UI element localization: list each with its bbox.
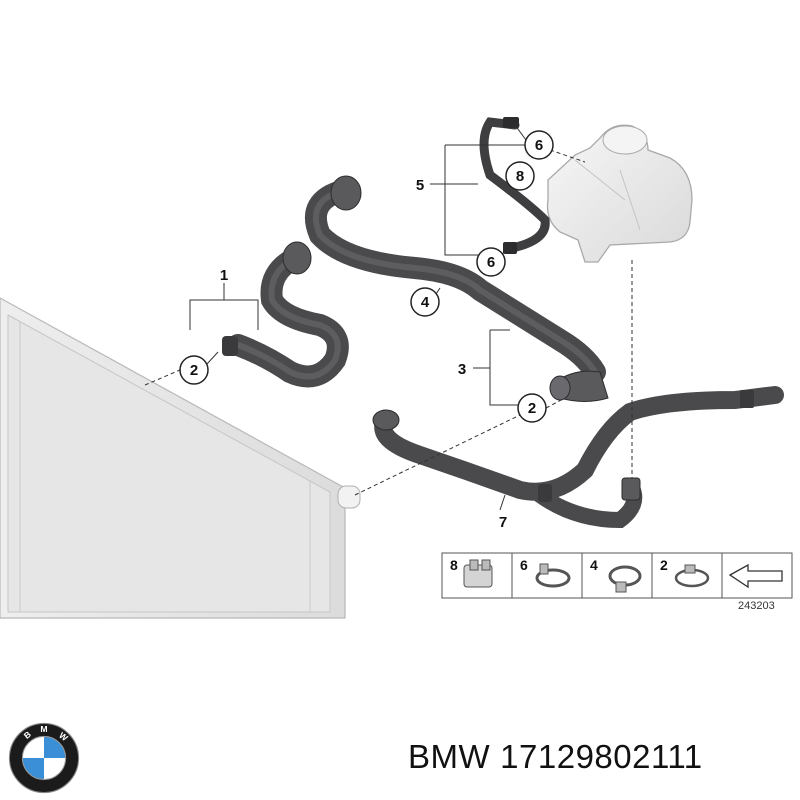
- svg-text:6: 6: [535, 137, 543, 154]
- callout-8: 8: [505, 161, 535, 191]
- svg-text:3: 3: [458, 361, 466, 378]
- leader-lines: [144, 124, 633, 511]
- reference-code: 243203: [738, 600, 775, 612]
- brand-name: BMW: [408, 738, 491, 775]
- callout-5: 5: [416, 177, 424, 194]
- svg-text:4: 4: [590, 557, 598, 573]
- callout-6-top: 6: [524, 130, 554, 160]
- band-clamp-icon: [674, 564, 710, 588]
- hose-clamp-icon: [608, 565, 642, 593]
- upper-hose: [305, 175, 606, 383]
- bmw-logo: B M W: [8, 722, 80, 794]
- svg-text:5: 5: [416, 177, 424, 194]
- part-number: 17129802111: [500, 738, 703, 775]
- svg-text:M: M: [40, 724, 47, 734]
- svg-text:1: 1: [220, 267, 228, 284]
- direction-arrow-icon: [728, 563, 783, 589]
- callout-7: 7: [499, 514, 507, 531]
- legend-item-8: 8: [450, 557, 493, 588]
- callout-2-left: 2: [179, 355, 209, 385]
- callout-2-right: 2: [517, 393, 547, 423]
- expansion-tank: [546, 124, 693, 263]
- svg-text:7: 7: [499, 514, 507, 531]
- svg-text:2: 2: [660, 557, 668, 573]
- svg-text:8: 8: [450, 557, 458, 573]
- radiator: [0, 297, 361, 619]
- legend-item-4: 4: [590, 557, 642, 593]
- clip-bracket-icon: [463, 559, 493, 588]
- spring-clamp-icon: [535, 563, 571, 588]
- thermostat-connector: [549, 370, 609, 402]
- callout-6-bottom: 6: [476, 247, 506, 277]
- lower-return-hose: [372, 386, 784, 529]
- callout-1: 1: [220, 267, 228, 284]
- callout-4: 4: [410, 287, 440, 317]
- svg-text:4: 4: [421, 294, 430, 311]
- svg-text:B: B: [22, 729, 33, 741]
- svg-text:8: 8: [516, 168, 524, 185]
- svg-text:6: 6: [487, 254, 495, 271]
- callout-3: 3: [458, 361, 466, 378]
- svg-text:2: 2: [528, 400, 536, 417]
- legend-strip: 8 6 4 2: [441, 552, 793, 612]
- svg-text:6: 6: [520, 557, 528, 573]
- legend-item-2: 2: [660, 557, 710, 588]
- svg-text:2: 2: [190, 362, 198, 379]
- lower-left-hose: [222, 241, 349, 388]
- legend-item-6: 6: [520, 557, 571, 588]
